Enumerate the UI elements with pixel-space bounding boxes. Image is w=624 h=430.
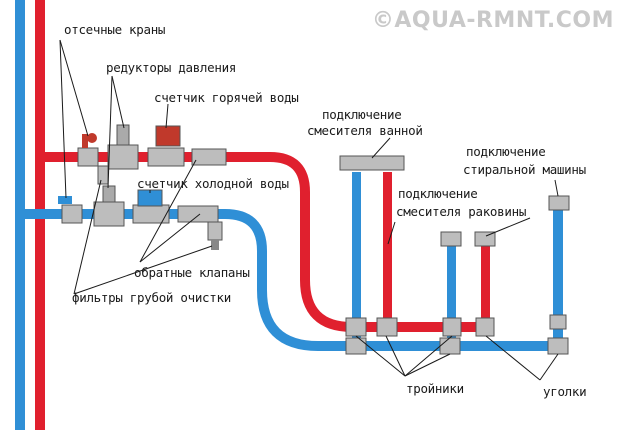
label-shutoff-valves: отсечные краны [64, 22, 166, 37]
washer-elbow [548, 195, 570, 211]
cold-riser [15, 0, 25, 430]
hot-pipe-sink-riser [481, 245, 490, 325]
label-pressure-reducers: редукторы давления [106, 60, 237, 75]
hot-filter [97, 165, 109, 185]
label-washer-line1: подключение [466, 144, 546, 159]
label-sink-mixer-line2: смесителя раковины [396, 204, 527, 219]
hot-water-meter [147, 125, 185, 167]
label-elbows: уголки [543, 384, 587, 399]
site-watermark: ©AQUA-RMNT.COM [371, 8, 614, 33]
hot-pipe-main [45, 152, 480, 332]
label-bath-mixer-line2: смесителя ванной [307, 123, 423, 138]
bath-mixer-bar [339, 155, 405, 171]
label-sink-mixer-line1: подключение [398, 186, 478, 201]
label-coarse-filters: фильтры грубой очистки [72, 290, 231, 305]
label-cold-water-meter: счетчик холодной воды [137, 176, 289, 191]
label-hot-water-meter: счетчик горячей воды [154, 90, 299, 105]
hot-shutoff-valve [77, 133, 99, 167]
sink-elbow-hot [474, 231, 496, 247]
tee-fittings [345, 314, 569, 355]
hot-pipe-bath-riser [383, 172, 392, 322]
cold-water-meter [132, 189, 170, 224]
cold-pressure-reducer [93, 185, 125, 227]
label-tees: тройники [406, 381, 464, 396]
leader-lines [59, 39, 559, 381]
cold-filter [207, 221, 223, 250]
cold-pipe-sink-riser [447, 245, 456, 343]
cold-pipe-main [25, 209, 563, 351]
cold-pipe-bath-riser [352, 172, 361, 342]
sink-elbow-cold [440, 231, 462, 247]
hot-pressure-reducer [107, 124, 139, 170]
label-bath-mixer-line1: подключение [322, 107, 402, 122]
hot-check-valve [191, 148, 227, 166]
label-washer-line2: стиральной машины [463, 162, 586, 177]
cold-check-valve [177, 205, 219, 223]
cold-shutoff-valve [58, 196, 83, 224]
label-check-valves: обратные клапаны [134, 265, 250, 280]
